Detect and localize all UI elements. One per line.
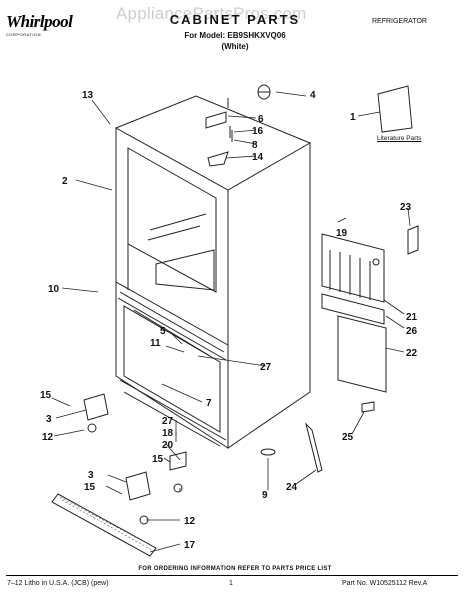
callout: 21 [406,312,418,323]
callout: 13 [82,90,94,101]
callout: 11 [150,338,161,349]
callout: 10 [48,284,60,295]
callout: 12 [42,432,54,443]
callout: 25 [342,432,354,443]
callout: 15 [84,482,96,493]
callout: 8 [252,140,258,151]
cabinet-outline [114,95,312,191]
callout: 6 [258,114,264,125]
whirlpool-logo: Whirlpool CORPORATION [6,12,90,42]
callout: 22 [406,348,418,359]
litho-line: 7–12 Litho in U.S.A. (JCB) (pew) [7,580,109,587]
callout: 24 [286,482,298,493]
logo-word: Whirlpool [6,12,73,31]
callout: 3 [46,414,52,425]
callout: 27 [162,416,174,427]
callout: 23 [400,202,412,213]
callout: 27 [260,362,272,373]
callout: 3 [88,470,94,481]
footer-divider [6,575,458,576]
literature-parts-label: Literature Parts [377,135,422,142]
callout: 19 [336,228,348,239]
callout: 7 [206,398,212,409]
color-line: (White) [221,42,249,51]
part-number: Part No. W10525112 Rev.A [342,580,428,587]
callout: 12 [184,516,196,527]
category-label: REFRIGERATOR [372,18,427,25]
callout: 20 [162,440,174,451]
ordering-note: FOR ORDERING INFORMATION REFER TO PARTS … [138,566,332,572]
callout: 1 [350,112,356,123]
logo-sub: CORPORATION [6,32,41,37]
callout: 2 [62,176,68,187]
callout: 4 [310,90,316,101]
callout: 26 [406,326,418,337]
page-title: CABINET PARTS [169,12,301,27]
callout: 16 [252,126,264,137]
callout: 15 [152,454,164,465]
callout: 18 [162,428,174,439]
callout: 14 [252,152,264,163]
watermark: AppliancePartsPros.com [116,4,307,23]
model-line: For Model: EB9SHKXVQ06 [184,31,286,40]
callout: 9 [262,490,268,501]
callout: 15 [40,390,52,401]
callout: 5 [160,326,166,337]
callout: 17 [184,540,196,551]
page-number: 1 [229,580,233,587]
